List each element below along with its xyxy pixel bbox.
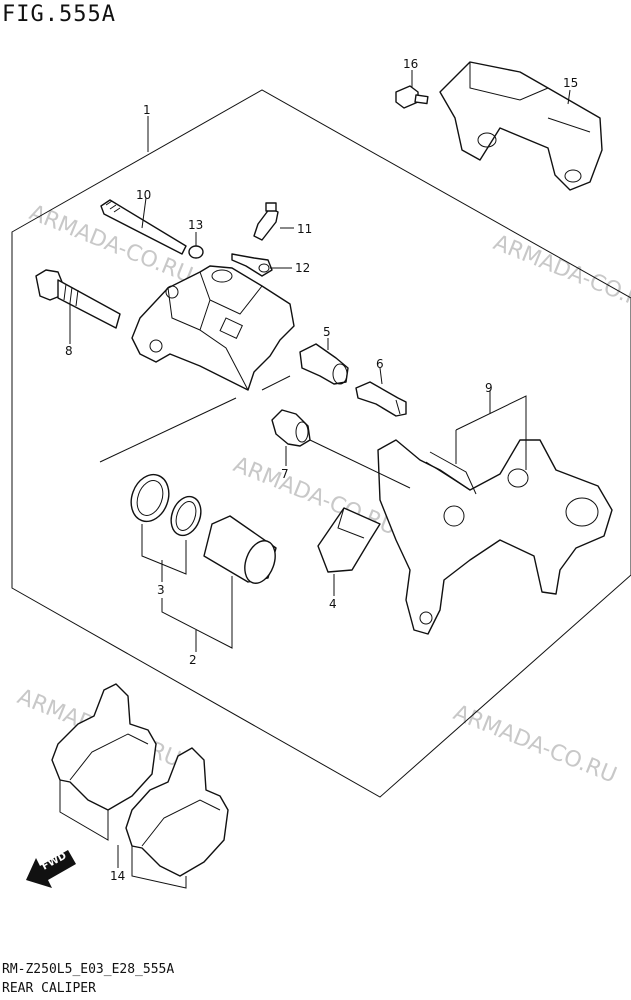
watermark-5: ARMADA-CO.RU [450, 700, 620, 788]
callout-3: 3 [157, 583, 165, 597]
callout-11: 11 [297, 222, 312, 236]
callout-2: 2 [189, 653, 197, 667]
pad-pin [100, 199, 187, 255]
callout-12: 12 [295, 261, 310, 275]
figure-name: REAR CALIPER [2, 981, 96, 996]
callout-16: 16 [403, 57, 418, 71]
piston [203, 515, 277, 584]
watermark-2: ARMADA-CO.RU [490, 230, 631, 318]
caliper-body [131, 265, 295, 391]
callout-5: 5 [323, 325, 331, 339]
forward-arrow-icon: FWD [26, 850, 76, 888]
callout-8: 8 [65, 344, 73, 358]
figure-title: FIG.555A [2, 2, 116, 27]
bleeder-valve [253, 202, 279, 241]
pin-boot [271, 409, 311, 447]
callout-1: 1 [143, 103, 151, 117]
callout-7: 7 [281, 467, 289, 481]
slide-boot [299, 343, 349, 385]
callout-10: 10 [136, 188, 151, 202]
callout-6: 6 [376, 357, 384, 371]
callout-layer: 1 2 3 4 5 6 7 8 9 10 11 12 13 14 15 16 [65, 57, 578, 883]
callout-14: 14 [110, 869, 125, 883]
brake-pad-set [51, 683, 229, 889]
caliper-holder-bracket [439, 61, 603, 191]
piston-seal-set [130, 473, 202, 537]
bracket-bolt [395, 85, 429, 109]
callout-4: 4 [329, 597, 337, 611]
caliper-bracket [377, 439, 613, 635]
callout-15: 15 [563, 76, 578, 90]
slide-pin [35, 269, 121, 329]
callout-9: 9 [485, 381, 493, 395]
figure-code: RM-Z250L5_E03_E28_555A [2, 962, 175, 977]
caliper-assembly-outline [11, 89, 631, 798]
slide-bolt [355, 381, 407, 417]
o-ring-small [188, 245, 204, 259]
bleeder-cap [231, 253, 273, 277]
callout-13: 13 [188, 218, 203, 232]
pad-spring [317, 507, 381, 573]
leader-lines [69, 70, 571, 868]
